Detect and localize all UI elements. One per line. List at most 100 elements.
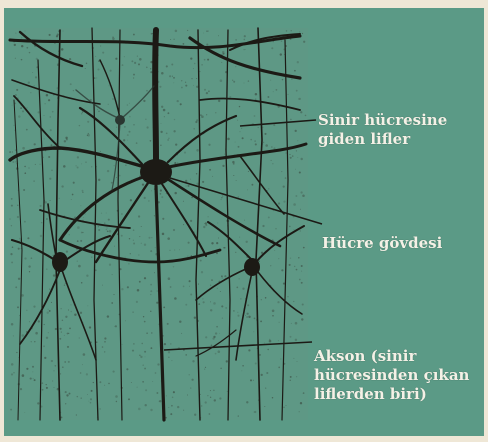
speckle — [144, 321, 146, 323]
speckle — [19, 238, 21, 240]
speckle — [192, 360, 194, 362]
speckle — [148, 237, 150, 239]
speckle — [74, 313, 76, 315]
speckle — [52, 380, 53, 381]
speckle — [125, 320, 126, 321]
speckle — [82, 364, 83, 365]
speckle — [301, 282, 303, 284]
speckle — [104, 385, 105, 386]
speckle — [254, 115, 256, 117]
speckle — [85, 68, 86, 69]
speckle — [167, 323, 169, 325]
speckle — [87, 394, 88, 395]
speckle — [121, 213, 122, 214]
speckle — [55, 328, 57, 330]
speckle — [222, 277, 223, 278]
speckle — [205, 336, 207, 338]
speckle — [87, 134, 90, 137]
speckle — [157, 363, 159, 365]
speckle — [77, 396, 78, 397]
speckle — [73, 90, 74, 91]
speckle — [207, 59, 209, 61]
speckle — [60, 373, 61, 374]
speckle — [181, 80, 182, 81]
speckle — [255, 363, 257, 365]
speckle — [136, 301, 138, 303]
speckle — [20, 388, 22, 390]
speckle — [61, 185, 63, 187]
speckle — [235, 39, 237, 41]
speckle — [104, 341, 106, 343]
speckle — [54, 387, 55, 388]
speckle — [91, 390, 93, 392]
speckle — [27, 237, 29, 239]
speckle — [129, 238, 130, 239]
speckle — [166, 395, 167, 396]
speckle — [11, 373, 13, 375]
speckle — [69, 58, 71, 60]
speckle — [11, 261, 13, 263]
speckle — [183, 410, 184, 411]
speckle — [185, 82, 186, 83]
speckle — [150, 409, 152, 411]
speckle — [301, 318, 303, 320]
speckle — [11, 198, 13, 200]
speckle — [12, 161, 14, 163]
speckle — [160, 193, 162, 195]
speckle — [174, 162, 176, 164]
speckle — [293, 203, 296, 206]
speckle — [284, 54, 285, 55]
speckle — [85, 214, 86, 215]
speckle — [67, 346, 69, 348]
speckle — [64, 361, 66, 363]
speckle — [48, 309, 49, 310]
speckle — [243, 49, 244, 50]
speckle — [196, 183, 198, 185]
speckle — [65, 403, 66, 404]
speckle — [59, 338, 61, 340]
speckle — [247, 304, 249, 306]
speckle — [242, 288, 244, 290]
speckle — [205, 401, 207, 403]
speckle — [271, 47, 273, 49]
speckle — [302, 303, 304, 305]
speckle — [98, 179, 100, 181]
speckle — [143, 316, 144, 317]
speckle — [28, 167, 29, 168]
speckle — [185, 304, 187, 306]
speckle — [248, 171, 249, 172]
speckle — [50, 129, 52, 131]
speckle — [121, 288, 123, 290]
speckle — [49, 116, 51, 118]
speckle — [79, 125, 80, 126]
speckle — [283, 185, 285, 187]
speckle — [116, 127, 117, 128]
speckle — [184, 152, 186, 154]
speckle — [261, 374, 263, 376]
speckle — [37, 111, 39, 113]
speckle — [134, 62, 136, 64]
speckle — [164, 116, 165, 117]
speckle — [189, 374, 190, 375]
speckle — [46, 387, 48, 389]
speckle — [221, 197, 222, 198]
speckle — [15, 94, 17, 96]
speckle — [61, 308, 62, 309]
speckle — [70, 304, 71, 305]
speckle — [200, 260, 202, 262]
speckle — [170, 39, 171, 40]
speckle — [46, 218, 48, 220]
speckle — [168, 407, 169, 408]
speckle — [122, 344, 123, 345]
speckle — [151, 332, 152, 333]
speckle — [253, 380, 254, 381]
speckle — [305, 115, 307, 117]
speckle — [227, 138, 230, 141]
speckle — [265, 297, 267, 299]
speckle — [100, 151, 101, 152]
speckle — [242, 365, 244, 367]
speckle — [133, 343, 134, 344]
speckle — [246, 241, 248, 243]
speckle — [273, 91, 274, 92]
speckle — [207, 395, 208, 396]
